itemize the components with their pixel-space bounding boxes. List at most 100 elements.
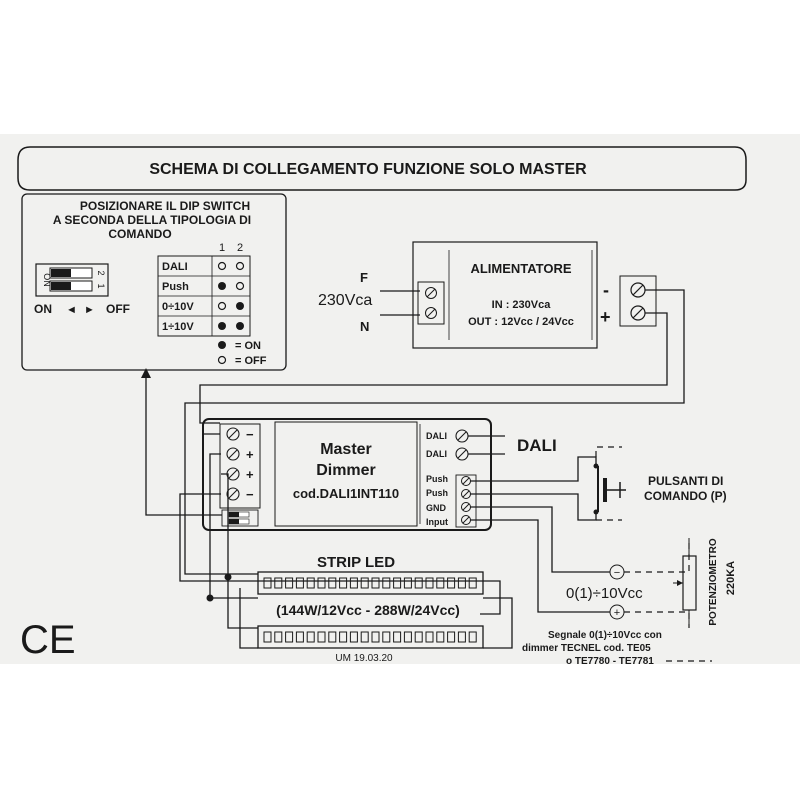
dip-instruction-line-2: A SECONDA DELLA TIPOLOGIA DI [53,213,251,227]
led-chip [360,577,369,589]
pushbutton-label-line-2: COMANDO (P) [644,489,727,503]
dimmer-terminal-dali-2: DALI [426,449,447,459]
wire-push-2 [470,493,597,521]
led-chip [295,631,304,643]
dip-table: 1 2 [157,242,251,337]
dip-switch-state-1-dot [217,261,227,271]
wire-strip-right-link [483,597,513,649]
dip-row-label: Push [162,281,189,293]
wire-junction-dots [206,463,599,602]
dip-instruction-line-3: COMANDO [108,227,171,241]
dip-switch-state-1-dot [218,322,226,330]
pushbutton-label-line-1: PULSANTI DI [648,474,723,488]
legend-on-text: = ON [235,340,261,352]
dimmer-terminal-push-1: Push [426,474,448,484]
led-chip [360,631,369,643]
strip-title: STRIP LED [317,554,395,571]
led-chip [447,631,456,643]
psu-minus-label: - [603,280,609,300]
wire-dashed-pot-top [624,538,690,573]
potentiometer-icon [673,538,697,628]
led-chip [339,631,348,643]
led-chip [263,577,272,589]
wire-strip-plus-2 [221,473,258,629]
dimmer-terminal-2-polarity: + [246,447,254,462]
wire-input [470,519,610,613]
psu-plus-label: + [600,307,611,327]
wire-strip-plus [209,453,258,599]
legend-off-text: = OFF [235,355,267,367]
wire-strip-minus [179,493,501,615]
mains-neutral-label: N [360,319,369,334]
led-chip [328,577,337,589]
signal-range-label: 0(1)÷10Vcc [566,585,643,602]
dip-switch-state-2-dot [236,322,244,330]
potentiometer-value: 220KA [725,561,737,595]
psu-output-spec: OUT : 12Vcc / 24Vcc [468,316,574,328]
dimmer-terminal-input: Input [426,517,448,527]
dip-col-header-1: 1 [219,242,225,254]
dimmer-terminal-1-polarity: − [246,427,254,442]
wire-dashed-push-top [595,446,622,457]
revision-date: UM 19.03.20 [335,653,393,664]
led-chip [285,631,294,643]
led-chip [414,577,423,589]
signal-plus-terminal: + [609,604,625,620]
dimmer-terminal-gnd: GND [426,503,447,513]
wire-strip-minus-2 [239,588,258,649]
dimmer-body [202,418,492,531]
psu-input-terminal-block [417,281,445,325]
dimmer-control-terminal-icon [455,474,477,528]
wire-psu-minus [184,289,685,575]
dip-instruction-box [21,193,287,371]
dip-switch-number-1: 1 [96,283,106,288]
led-chip [436,577,445,589]
dip-off-arrow-icon: ► [84,304,95,316]
diagram-title: SCHEMA DI COLLEGAMENTO FUNZIONE SOLO MAS… [149,161,587,178]
ce-mark-icon: CE [20,618,76,662]
led-strip-1 [257,571,484,595]
dip-reference-arrow-icon [141,368,151,378]
led-chip [447,577,456,589]
mains-phase-label: F [360,270,368,285]
wire-dip-reference [145,376,222,516]
wiring [145,289,685,649]
led-chip [274,577,283,589]
dip-switch-icon: ON 2 1 [35,263,109,297]
led-chip [285,577,294,589]
wire-gnd [470,506,610,573]
potentiometer-label: POTENZIOMETRO [708,538,719,625]
psu-output-terminal-block [619,275,657,327]
dimmer-terminal-3-polarity: + [246,467,254,482]
dimmer-terminal-push-2: Push [426,488,448,498]
signal-minus-terminal: − [609,564,625,580]
dip-on-arrow-icon: ◄ [66,304,77,316]
led-strip-2 [257,625,484,649]
dimmer-terminal-dali-1: DALI [426,431,447,441]
led-chip [382,577,391,589]
dimmer-left-terminal-block [219,423,261,509]
wire-psu-plus [199,312,668,424]
psu-input-spec: IN : 230Vca [492,299,552,311]
dip-col-header-2: 2 [237,242,243,254]
signal-note-line-3: o TE7780 - TE7781 [566,656,654,667]
led-chip [403,631,412,643]
dip-switch-on-text: ON [42,273,52,287]
dimmer-code: cod.DALI1INT110 [293,486,399,501]
psu-input-screw-icon [425,287,437,319]
led-chip [349,631,358,643]
wire-dashed-pot-bottom [624,611,690,628]
dip-switch-number-2: 2 [96,270,106,275]
strip-power-rating: (144W/12Vcc - 288W/24Vcc) [276,602,460,618]
led-chip [317,631,326,643]
led-chip [425,631,434,643]
led-chip [393,577,402,589]
psu-output-screw-icon [630,282,646,321]
led-chips [263,577,477,643]
wiring-dashed [595,446,712,662]
wire-push-1 [470,456,597,482]
led-chip [403,577,412,589]
led-chip [328,631,337,643]
